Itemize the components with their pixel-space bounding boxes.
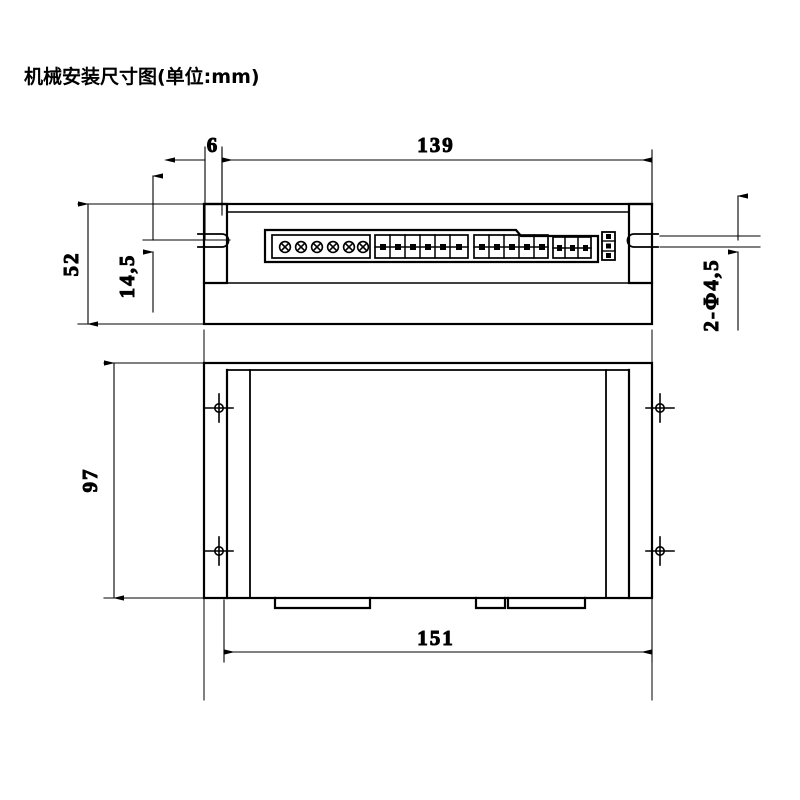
mounting-hole-bottom-right <box>645 536 675 566</box>
mounting-holes <box>204 393 675 566</box>
screw-terminal <box>310 240 324 254</box>
dimension-97-label: 97 <box>78 468 102 493</box>
dimension-52 <box>77 201 207 327</box>
side-view-left-flange <box>202 202 229 285</box>
screw-terminal <box>342 240 356 254</box>
hole-note-label: 2-Φ4,5 <box>699 258 723 331</box>
construction-lines <box>203 329 653 701</box>
side-view-group <box>197 202 659 326</box>
terminal-housing-outline <box>263 228 600 264</box>
dimension-6 <box>164 146 223 241</box>
top-view-body-outline <box>202 361 654 600</box>
mounting-hole-top-right <box>645 393 675 423</box>
page-title: 机械安装尺寸图(单位:mm) <box>24 66 260 88</box>
mounting-hole-bottom-left <box>204 536 234 566</box>
bottom-tab-middle <box>474 596 507 610</box>
side-view-right-flange <box>627 202 654 285</box>
screw-terminal <box>326 240 340 254</box>
dimension-139 <box>221 149 653 211</box>
bottom-tab-left <box>273 596 372 610</box>
screw-terminal <box>278 240 292 254</box>
hole-note-leader <box>659 193 761 331</box>
bottom-tab-right <box>506 596 587 610</box>
dimension-6-label: 6 <box>207 133 220 157</box>
right-mounting-hole-side <box>626 233 659 248</box>
dimension-14-5-label: 14,5 <box>115 254 139 299</box>
side-connector-contacts <box>606 234 611 258</box>
pin-group-2-contacts <box>479 244 545 250</box>
dimension-52-label: 52 <box>59 252 83 277</box>
side-view-body-outline <box>202 202 654 326</box>
top-view-group <box>202 361 675 610</box>
dimension-14-5 <box>142 173 231 313</box>
mounting-hole-top-left <box>204 393 234 423</box>
dimension-97 <box>103 360 207 601</box>
dimension-151-label: 151 <box>417 626 455 650</box>
pin-group-3-contacts <box>557 245 588 251</box>
screw-terminal <box>294 240 308 254</box>
pin-group-1-contacts <box>380 244 462 250</box>
pin-group-1-pins <box>374 234 469 259</box>
screw-terminal <box>356 240 370 254</box>
side-connector-pin-dividers <box>601 240 616 252</box>
side-connector-3pin <box>601 231 616 261</box>
screw-terminal-block <box>271 234 371 259</box>
screw-terminal-screws <box>278 240 370 254</box>
dimension-139-label: 139 <box>417 133 455 157</box>
